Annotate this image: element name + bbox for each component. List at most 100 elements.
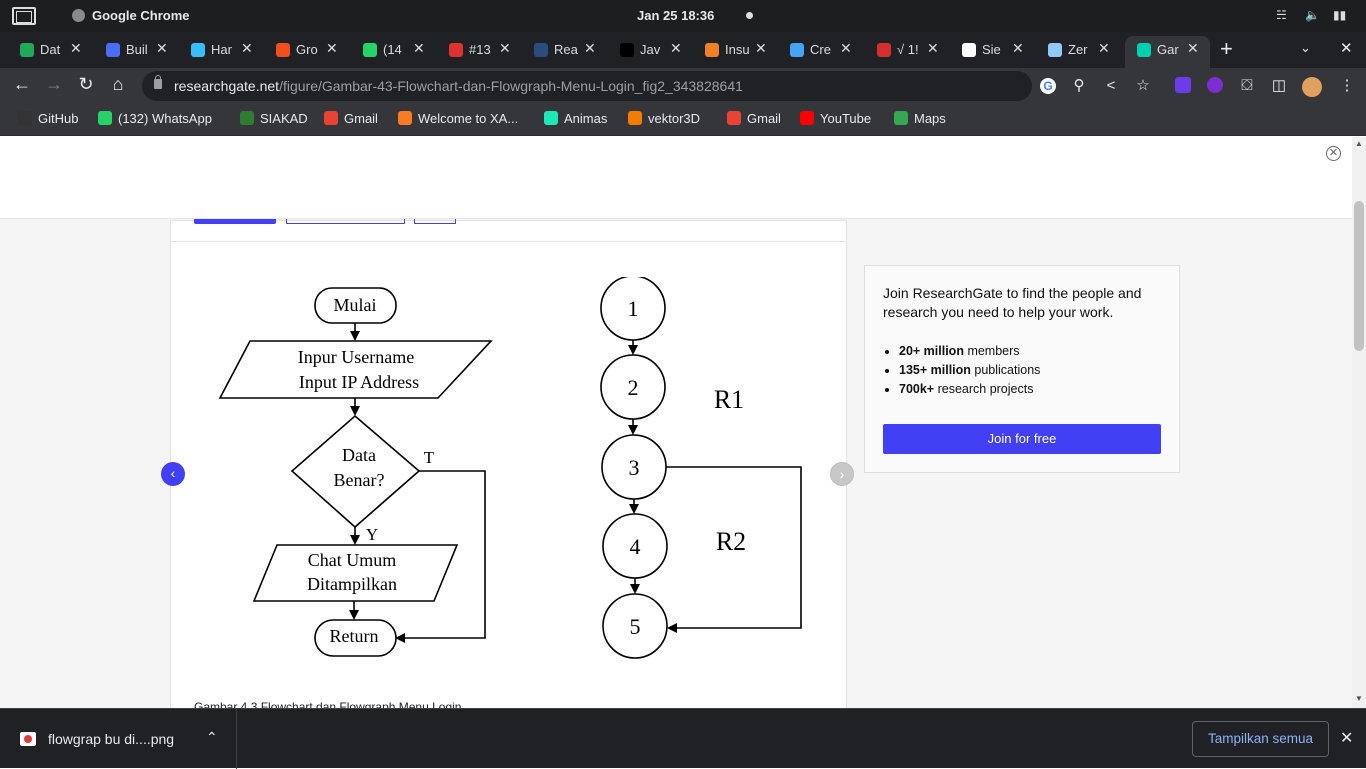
bookmark-favicon-icon — [324, 111, 338, 125]
join-for-free-button[interactable]: Join for free — [883, 424, 1161, 454]
join-stats-list: 20+ million members 135+ million publica… — [899, 344, 1040, 401]
forward-icon[interactable]: → — [45, 74, 63, 94]
tab-10[interactable]: Cre✕ — [778, 36, 863, 64]
tab-12[interactable]: Sie✕ — [950, 36, 1035, 64]
tab-9[interactable]: Insu ✕ — [693, 36, 778, 64]
activities-icon[interactable] — [12, 7, 36, 25]
tab-close-icon[interactable]: ✕ — [70, 40, 82, 56]
share-icon[interactable]: < — [1106, 77, 1116, 94]
bookmark-favicon-icon — [18, 111, 32, 125]
scrollbar-thumb[interactable] — [1354, 201, 1364, 351]
bookmark-item[interactable]: SIAKAD — [240, 111, 308, 126]
reload-icon[interactable]: ↻ — [78, 74, 94, 94]
zoom-icon[interactable]: ⚲ — [1073, 77, 1085, 94]
tab-7[interactable]: Rea ✕ — [522, 36, 607, 64]
tab-label: Insu — [725, 42, 749, 57]
tab-label: (14 — [383, 42, 402, 57]
tab-label: Buil — [126, 42, 148, 57]
tab-close-icon[interactable]: ✕ — [1012, 40, 1024, 56]
clock[interactable]: Jan 25 18:36 — [637, 8, 715, 23]
bookmark-star-icon[interactable]: ☆ — [1136, 77, 1150, 94]
battery-icon[interactable]: ▮▮ — [1333, 8, 1347, 22]
tab-label: Jav — [640, 42, 661, 57]
close-ad-icon[interactable]: ✕ — [1326, 146, 1341, 161]
tab-favicon-icon — [534, 43, 548, 57]
lock-icon[interactable] — [154, 75, 162, 89]
tab-favicon-icon — [20, 43, 34, 57]
tab-label: Rea — [554, 42, 578, 57]
new-tab-button[interactable]: + — [1220, 36, 1233, 61]
tab-close-icon[interactable]: ✕ — [326, 40, 338, 56]
tab-11[interactable]: √ 1!✕ — [865, 36, 950, 64]
bookmark-favicon-icon — [98, 111, 112, 125]
bookmark-item[interactable]: (132) WhatsApp — [98, 111, 212, 126]
tab-close-icon[interactable]: ✕ — [755, 40, 767, 56]
tab-6[interactable]: #13 ✕ — [437, 36, 522, 64]
tab-close-icon[interactable]: ✕ — [241, 40, 253, 56]
download-options-chevron-icon[interactable]: ⌃ — [206, 729, 218, 745]
flowgraph-node-4-label: 4 — [630, 534, 641, 559]
address-bar[interactable]: researchgate.net/figure/Gambar-43-Flowch… — [142, 71, 1032, 101]
tab-close-icon[interactable]: ✕ — [413, 40, 425, 56]
volume-icon[interactable]: 🔈 — [1305, 8, 1320, 22]
close-download-bar-icon[interactable]: ✕ — [1340, 730, 1354, 747]
scroll-down-icon[interactable]: ▼ — [1355, 694, 1363, 703]
secondary-action-button[interactable] — [286, 219, 405, 224]
download-file-icon — [20, 732, 36, 746]
profile-avatar[interactable] — [1302, 77, 1322, 97]
bookmark-item[interactable]: vektor3D — [628, 111, 700, 126]
next-figure-button[interactable]: › — [830, 462, 854, 486]
tab-3[interactable]: Har ✕ — [179, 36, 264, 64]
download-extension-icon[interactable] — [1206, 77, 1224, 95]
bookmark-item[interactable]: Gmail — [324, 111, 378, 126]
bookmark-item[interactable]: Maps — [894, 111, 946, 126]
tab-close-icon[interactable]: ✕ — [1098, 40, 1110, 56]
tab-close-icon[interactable]: ✕ — [499, 40, 511, 56]
tab-close-icon[interactable]: ✕ — [584, 40, 596, 56]
back-icon[interactable]: ← — [13, 74, 31, 94]
bookmark-label: Welcome to XA... — [418, 111, 519, 126]
tab-14[interactable]: Gar✕ — [1125, 36, 1210, 68]
tab-favicon-icon — [1048, 43, 1062, 57]
flowgraph-node-2-label: 2 — [628, 375, 639, 400]
flowchart-start-label: Mulai — [334, 295, 377, 315]
side-panel-icon[interactable]: ◫ — [1271, 77, 1287, 94]
tab-13[interactable]: Zer✕ — [1036, 36, 1121, 64]
menu-kebab-icon[interactable]: ⋮ — [1339, 77, 1355, 94]
bookmark-item[interactable]: Animas — [544, 111, 607, 126]
bookmark-item[interactable]: GitHub — [18, 111, 78, 126]
window-close-icon[interactable]: ✕ — [1340, 40, 1353, 57]
bookmark-item[interactable]: Welcome to XA... — [398, 111, 518, 126]
scroll-up-icon[interactable]: ▲ — [1355, 139, 1363, 148]
tab-label: #13 — [469, 42, 491, 57]
join-panel: Join ResearchGate to find the people and… — [864, 265, 1180, 473]
page-scrollbar[interactable]: ▲ ▼ — [1352, 137, 1366, 708]
more-action-button[interactable] — [414, 219, 456, 224]
home-icon[interactable]: ⌂ — [112, 74, 124, 94]
tab-close-icon[interactable]: ✕ — [840, 40, 852, 56]
primary-action-button[interactable] — [194, 219, 276, 224]
tab-8[interactable]: Jav ✕ — [608, 36, 693, 64]
extension-purple-icon[interactable] — [1174, 77, 1192, 95]
tab-close-icon[interactable]: ✕ — [156, 40, 168, 56]
previous-figure-button[interactable]: ‹ — [161, 462, 185, 486]
tab-2[interactable]: Buil ✕ — [94, 36, 179, 64]
app-name[interactable]: Google Chrome — [92, 8, 190, 23]
tab-close-icon[interactable]: ✕ — [927, 40, 939, 56]
tab-label: Har — [211, 42, 232, 57]
extensions-puzzle-icon[interactable]: ⛋ — [1241, 77, 1253, 94]
tab-close-icon[interactable]: ✕ — [1187, 40, 1199, 56]
bookmark-item[interactable]: YouTube — [800, 111, 871, 126]
tab-4[interactable]: Gro✕ — [264, 36, 349, 64]
google-lens-icon[interactable]: G — [1039, 77, 1057, 95]
show-all-downloads-button[interactable]: Tampilkan semua — [1192, 721, 1329, 757]
tab-5[interactable]: (14 ✕ — [351, 36, 436, 64]
tab-favicon-icon — [877, 43, 891, 57]
tab-1[interactable]: Dat✕ — [8, 36, 93, 64]
download-file-name[interactable]: flowgrap bu di....png — [48, 731, 175, 747]
bookmark-item[interactable]: Gmail — [727, 111, 781, 126]
tab-close-icon[interactable]: ✕ — [670, 40, 682, 56]
bookmark-label: YouTube — [820, 111, 872, 126]
wifi-icon[interactable]: ☵ — [1276, 8, 1287, 22]
tab-search-chevron-icon[interactable]: ⌄ — [1300, 40, 1311, 55]
